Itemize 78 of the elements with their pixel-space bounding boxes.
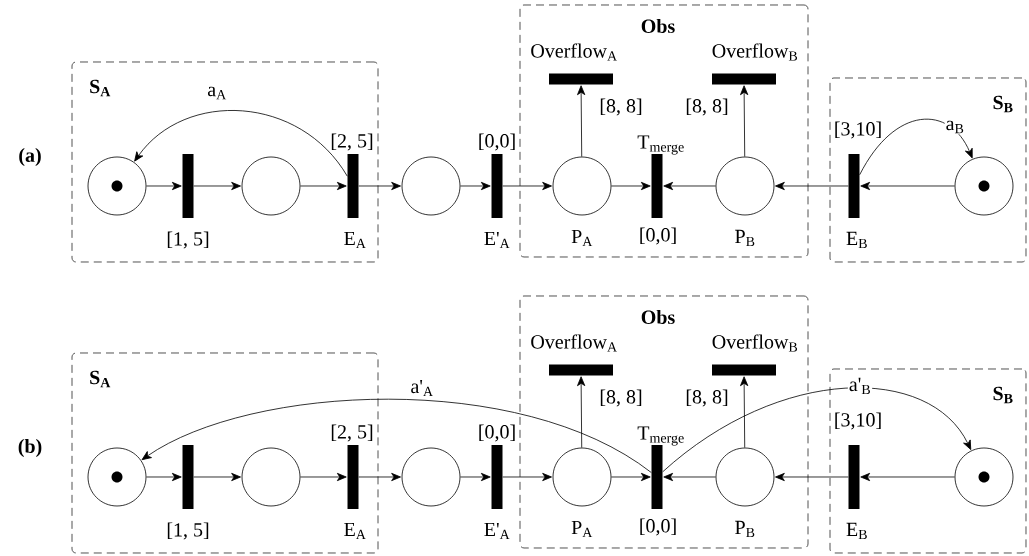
- arrow: [577, 376, 586, 448]
- node-label: E$_{A}$: [344, 231, 366, 249]
- place-circle: [401, 447, 461, 507]
- marked-place: [954, 447, 1014, 507]
- marked-place: [87, 447, 147, 507]
- node-label: Overflow$_{A}$: [531, 43, 617, 61]
- node-label: [0,0]: [479, 133, 515, 151]
- node-label: [8, 8]: [600, 389, 642, 407]
- arrow: [611, 472, 651, 482]
- arrow: [577, 85, 586, 157]
- node-label: T$_{merge}$: [637, 426, 684, 446]
- edge-label: a'$_{A}$: [409, 378, 435, 398]
- node-label: P$_{B}$: [735, 229, 755, 247]
- group-title: S$_{A}$: [90, 79, 111, 97]
- arrow: [300, 181, 347, 191]
- place-circle: [241, 447, 301, 507]
- node-label: T$_{merge}$: [637, 135, 684, 155]
- node-label: [0,0]: [479, 424, 515, 442]
- group-title: Obs: [641, 309, 675, 324]
- arrow: [740, 85, 749, 157]
- arrow: [502, 472, 552, 482]
- node-label: Overflow$_{B}$: [712, 334, 798, 352]
- edge-label: a$_{B}$: [944, 119, 966, 135]
- group-title: S$_{A}$: [90, 370, 111, 388]
- arrow: [860, 472, 955, 482]
- node-label: [1, 5]: [167, 231, 209, 249]
- edge-label: a$_{A}$: [206, 85, 228, 101]
- arrow: [740, 376, 749, 448]
- arrow: [859, 118, 973, 176]
- arrow: [502, 181, 552, 191]
- node-label: E$_{A}$: [344, 522, 366, 540]
- node-label: P$_{A}$: [571, 229, 593, 247]
- arrow: [141, 398, 652, 473]
- arrow: [775, 181, 849, 191]
- node-label: Overflow$_{A}$: [531, 334, 617, 352]
- arrow: [460, 472, 491, 482]
- arrow: [146, 472, 182, 482]
- node-label: [1, 5]: [167, 522, 209, 540]
- node-label: [8, 8]: [686, 389, 728, 407]
- arrow: [193, 181, 241, 191]
- arrow: [611, 181, 651, 191]
- arrow: [193, 472, 241, 482]
- node-label: P$_{A}$: [571, 520, 593, 538]
- panel-label: (b): [18, 438, 42, 458]
- place-circle: [241, 156, 301, 216]
- arrow: [775, 472, 849, 482]
- node-label: [8, 8]: [600, 98, 642, 116]
- place-circle: [401, 156, 461, 216]
- marked-place: [954, 156, 1014, 216]
- node-label: [8, 8]: [686, 98, 728, 116]
- group-title: S$_{B}$: [993, 386, 1013, 404]
- node-label: Overflow$_{B}$: [712, 43, 798, 61]
- node-label: E'$_{A}$: [484, 522, 510, 540]
- node-label: [0,0]: [640, 518, 676, 536]
- node-label: P$_{B}$: [735, 520, 755, 538]
- arrow: [146, 181, 182, 191]
- arrow: [300, 472, 347, 482]
- arrow: [460, 181, 491, 191]
- marked-place: [87, 156, 147, 216]
- node-label: [3,10]: [835, 412, 881, 430]
- arrow: [134, 110, 348, 177]
- arrow: [358, 472, 401, 482]
- node-label: [0,0]: [640, 227, 676, 245]
- arrow: [860, 181, 955, 191]
- group-title: Obs: [641, 18, 675, 34]
- group-title: S$_{B}$: [993, 95, 1013, 113]
- node-label: [3,10]: [835, 121, 881, 139]
- node-label: E$_{B}$: [846, 231, 867, 249]
- node-label: [2, 5]: [331, 133, 373, 151]
- arrow: [663, 181, 716, 191]
- arrow: [663, 472, 716, 482]
- arrow: [358, 181, 401, 191]
- node-label: [2, 5]: [331, 424, 373, 442]
- edge-label: a'$_{B}$: [847, 376, 873, 396]
- arrow: [662, 387, 972, 473]
- panel-label: (a): [19, 147, 41, 167]
- node-label: E'$_{A}$: [484, 231, 510, 249]
- node-label: E$_{B}$: [846, 522, 867, 540]
